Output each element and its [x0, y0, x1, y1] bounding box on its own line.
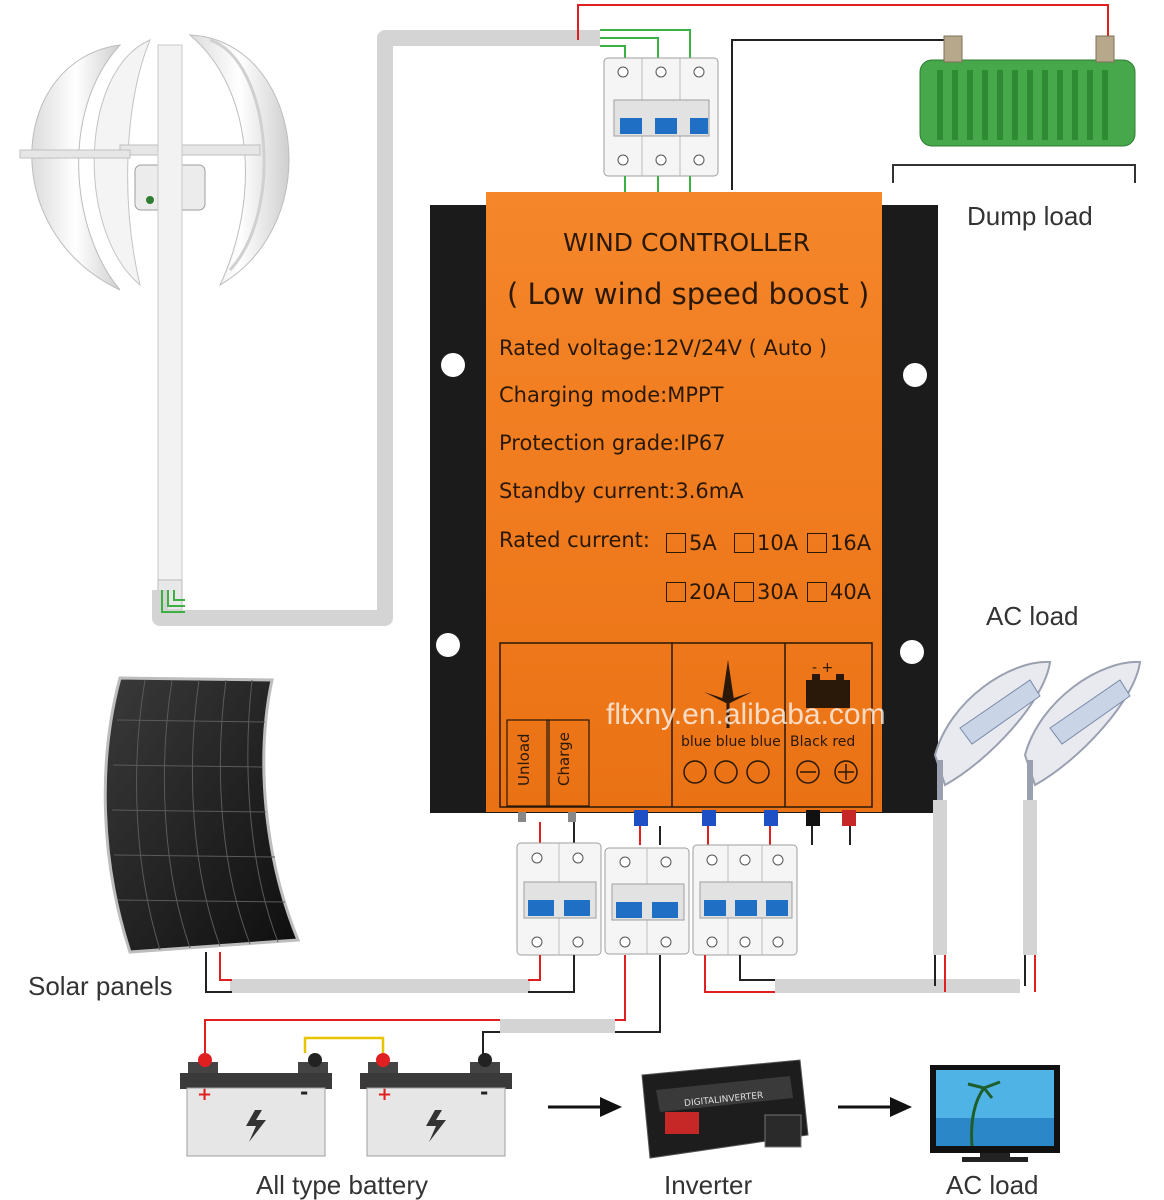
wind-turbine-icon	[19, 34, 290, 611]
battery-plus-sign: +	[377, 1084, 393, 1105]
current-option: 20A	[666, 580, 730, 604]
top-breaker-icon	[603, 57, 719, 177]
turbine-cable	[152, 30, 600, 626]
ac-load-top-label: AC load	[986, 601, 1079, 631]
tv-icon	[930, 1065, 1060, 1162]
solar-panel-icon	[103, 676, 301, 954]
street-light-icon	[933, 660, 1052, 800]
dump-load-label: Dump load	[967, 201, 1093, 231]
controller-title: WIND CONTROLLER	[563, 228, 811, 257]
battery-plus-sign: +	[197, 1084, 213, 1105]
spec-rated-voltage: Rated voltage:12V/24V ( Auto )	[499, 336, 828, 360]
rated-current-label: Rated current:	[499, 528, 650, 552]
solar-panels-label: Solar panels	[28, 971, 173, 1001]
battery-symbol-polarity: - +	[812, 660, 834, 676]
terminal-unload-label: Unload	[515, 733, 533, 786]
controller-subtitle: ( Low wind speed boost )	[507, 277, 870, 311]
spec-charging-mode: Charging mode:MPPT	[499, 383, 724, 407]
street-light-icon	[1023, 660, 1142, 800]
terminal-charge-label: Charge	[555, 732, 573, 786]
battery-icon	[180, 1053, 332, 1157]
spec-protection-grade: Protection grade:IP67	[499, 431, 726, 455]
watermark: fltxny.en.alibaba.com	[606, 698, 886, 731]
terminal-battery-labels: Black red	[790, 734, 856, 750]
ac-load-bottom-label: AC load	[946, 1170, 1039, 1200]
current-option: 16A	[807, 531, 871, 555]
dump-load-resistor-icon	[892, 35, 1136, 183]
battery-minus-sign: -	[480, 1080, 489, 1104]
current-option: 5A	[666, 531, 717, 555]
current-option: 40A	[807, 580, 871, 604]
current-option: 10A	[734, 531, 798, 555]
battery-icon	[360, 1053, 512, 1157]
arrow-right-icon	[548, 1097, 622, 1117]
inverter-icon	[641, 1059, 809, 1159]
bottom-breakers-icon	[516, 842, 798, 956]
wind-controller-icon	[430, 192, 938, 826]
spec-standby-current: Standby current:3.6mA	[499, 479, 744, 503]
inverter-label: Inverter	[664, 1170, 753, 1200]
battery-label: All type battery	[256, 1170, 428, 1200]
arrow-right-icon	[838, 1097, 912, 1117]
current-option: 30A	[734, 580, 798, 604]
terminal-wind-labels: blue blue blue	[681, 734, 781, 750]
battery-minus-sign: -	[300, 1080, 309, 1104]
